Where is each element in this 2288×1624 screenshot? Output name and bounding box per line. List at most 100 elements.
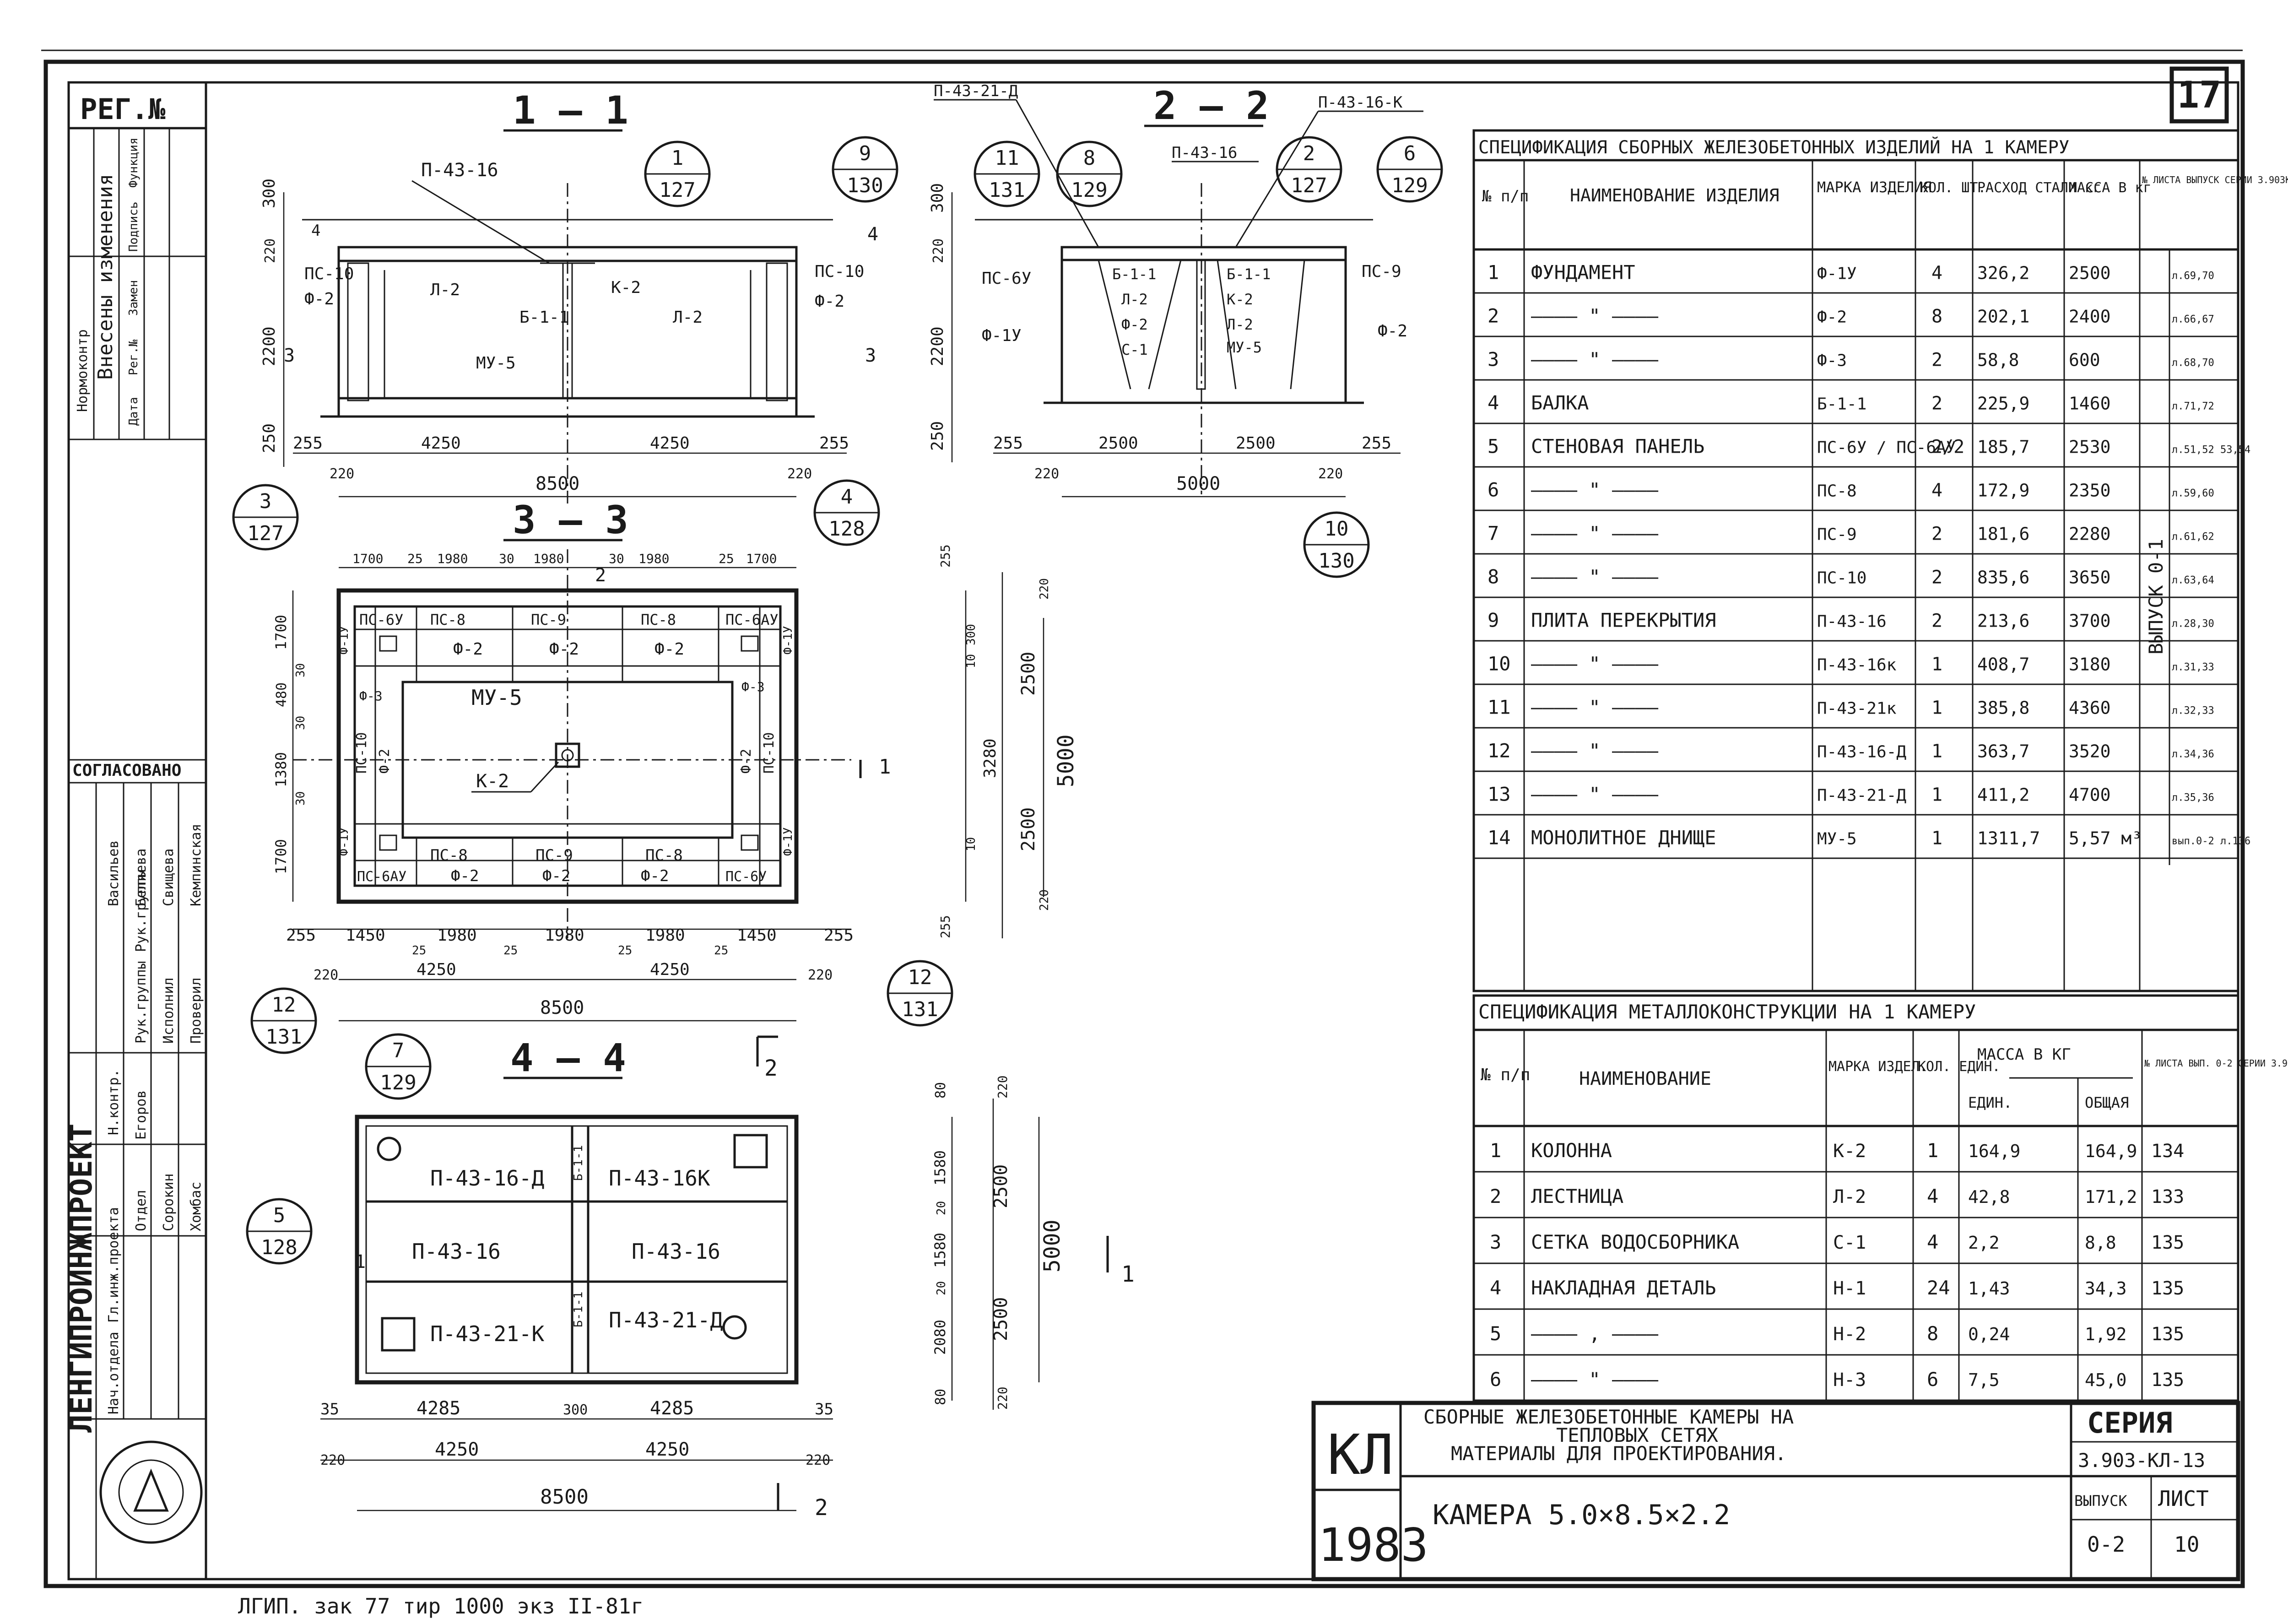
name-5: Свищева bbox=[161, 849, 177, 906]
callout-9-bottom: 130 bbox=[1318, 549, 1354, 573]
callout-11-bottom: 131 bbox=[902, 998, 938, 1021]
role-4: Рук.группы bbox=[133, 869, 149, 952]
s11-l2b: Л-2 bbox=[673, 308, 703, 327]
changes-col-0: Дата bbox=[127, 397, 141, 426]
s33-td-3: 30 bbox=[499, 551, 514, 566]
s11-d250: 250 bbox=[260, 423, 279, 453]
callout-11: 12 131 bbox=[887, 960, 953, 1027]
spec1-cell: ———— " ———— bbox=[1531, 566, 1659, 588]
spec1-cell: 835,6 bbox=[1977, 568, 2029, 588]
spec1-cell: П-43-16 bbox=[1817, 612, 1887, 631]
spec1-cell: 2 bbox=[1931, 524, 1942, 545]
spec1-cell: 2 bbox=[1931, 611, 1942, 632]
s33-bs-1: 25 bbox=[503, 944, 518, 958]
spec1-h0: № п/п bbox=[1482, 187, 1529, 206]
s33-ps10r: ПС-10 bbox=[761, 732, 777, 774]
spec1-cell: л.32,33 bbox=[2172, 705, 2214, 717]
s33-f2r: Ф-2 bbox=[738, 749, 754, 774]
tb-issue-label: ВЫПУСК bbox=[2074, 1492, 2127, 1510]
spec1-cell: 12 bbox=[1487, 740, 1511, 762]
s44-bd-3: 4285 bbox=[650, 1398, 694, 1419]
spec2-cell: ЛЕСТНИЦА bbox=[1531, 1185, 1623, 1207]
spec2-h7: № ЛИСТА ВЫП. 0-2 СЕРИИ 3.903КЛ-13 bbox=[2144, 1058, 2288, 1069]
spec-table-2: СПЕЦИФИКАЦИЯ МЕТАЛЛОКОНСТРУКЦИИ НА 1 КАМ… bbox=[1472, 994, 2288, 1402]
s33-f-2: Ф-2 bbox=[654, 640, 684, 659]
spec-table-1: СПЕЦИФИКАЦИЯ СБОРНЫХ ЖЕЛЕЗОБЕТОННЫХ ИЗДЕ… bbox=[1472, 129, 2288, 992]
s44-cut1b: 1 bbox=[1121, 1261, 1135, 1287]
s33-f3a: Ф-3 bbox=[359, 688, 383, 704]
s22-d220b: 220 bbox=[1318, 466, 1343, 482]
s22-d2500a: 2500 bbox=[1098, 434, 1138, 453]
spec1-cell: л.31,33 bbox=[2172, 662, 2214, 673]
s33-d8500: 8500 bbox=[540, 997, 584, 1018]
s33-ps6au-bl: ПС-6АУ bbox=[357, 869, 406, 885]
spec1-h4: РАСХОД СТАЛИ кг bbox=[1977, 180, 2101, 196]
s22-d220a: 220 bbox=[1034, 466, 1059, 482]
spec2-cell: 5 bbox=[1490, 1322, 1501, 1345]
spec1-cell: 1 bbox=[1931, 698, 1942, 719]
s33-f1ub: Ф-1У bbox=[781, 626, 795, 655]
spec1-cell: 1460 bbox=[2069, 394, 2111, 414]
s33-td-7: 25 bbox=[719, 551, 734, 566]
spec1-cell: ———— " ———— bbox=[1531, 696, 1659, 719]
s22-d300: 300 bbox=[928, 183, 947, 213]
spec1-cell: 1 bbox=[1931, 828, 1942, 849]
spec2-cell: 171,2 bbox=[2085, 1187, 2137, 1207]
callout-9: 10 130 bbox=[1303, 511, 1370, 578]
s33-bd-3: 1980 bbox=[545, 926, 584, 945]
spec1-cell: ———— " ———— bbox=[1531, 783, 1659, 806]
s33-ld-0: 1700 bbox=[272, 615, 290, 650]
spec2-cell: 134 bbox=[2151, 1141, 2184, 1162]
callout-8-bottom: 129 bbox=[1391, 174, 1428, 197]
spec1-h6: № ЛИСТА ВЫПУСК СЕРИИ 3.903КЛ-13 bbox=[2142, 174, 2288, 185]
spec1-cell: л.35,36 bbox=[2172, 792, 2214, 804]
s44-ld-2: 20 bbox=[935, 1201, 948, 1215]
spec1-cell: 363,7 bbox=[1977, 742, 2029, 762]
spec2-vertical-lines bbox=[1523, 1030, 2143, 1401]
s33-bot-0: ПС-8 bbox=[430, 846, 468, 865]
section-3-3-title: 3 — 3 bbox=[513, 498, 628, 542]
s33-top-0: ПС-6У bbox=[359, 611, 403, 628]
callout-5-top: 11 bbox=[995, 146, 1019, 170]
changes-col-1: Рег.№ bbox=[127, 339, 141, 375]
s22-l2a: Л-2 bbox=[1121, 291, 1148, 308]
spec1-h1: НАИМЕНОВАНИЕ ИЗДЕЛИЯ bbox=[1570, 185, 1780, 206]
s22-f2c: Ф-2 bbox=[1121, 316, 1148, 333]
callout-1: 1 127 bbox=[644, 141, 711, 207]
callout-1-bottom: 127 bbox=[659, 179, 695, 202]
s33-botf-1: Ф-2 bbox=[542, 867, 570, 885]
spec1-cell: 8 bbox=[1487, 566, 1499, 588]
tb-desc1: СБОРНЫЕ ЖЕЛЕЗОБЕТОННЫЕ КАМЕРЫ НА bbox=[1423, 1406, 1794, 1428]
spec1-cell: 185,7 bbox=[1977, 437, 2029, 457]
callout-5: 11 131 bbox=[974, 141, 1040, 207]
s33-bd-2: 1980 bbox=[437, 926, 477, 945]
agreed-label: СОГЛАСОВАНО bbox=[72, 761, 181, 780]
s22-b11a: Б-1-1 bbox=[1112, 265, 1156, 283]
spec2-cell: ———— " ———— bbox=[1531, 1368, 1659, 1391]
callout-9-top: 10 bbox=[1325, 517, 1349, 541]
s44-rd-3: 220 bbox=[995, 1386, 1010, 1410]
spec2-cell: 135 bbox=[2151, 1370, 2184, 1391]
spec1-cell: МОНОЛИТНОЕ ДНИЩЕ bbox=[1531, 827, 1716, 849]
callout-12: 7 129 bbox=[365, 1033, 432, 1100]
role-6: Проверил bbox=[188, 978, 204, 1044]
spec1-cell: ———— " ———— bbox=[1531, 479, 1659, 501]
section-1-1-title: 1 — 1 bbox=[513, 88, 628, 133]
spec2-cell: 6 bbox=[1490, 1368, 1501, 1391]
spec1-cell: 225,9 bbox=[1977, 394, 2029, 414]
s33-d4250a: 4250 bbox=[416, 960, 456, 979]
s33-top-4: ПС-6АУ bbox=[725, 611, 779, 628]
s33-cut2b: 2 bbox=[764, 1056, 778, 1081]
spec2-cell: 4 bbox=[1490, 1277, 1501, 1299]
callout-4-bottom: 128 bbox=[828, 517, 865, 541]
callout-6-top: 8 bbox=[1083, 146, 1096, 170]
s33-td-4: 1980 bbox=[533, 551, 564, 566]
s11-l2a: Л-2 bbox=[430, 281, 460, 299]
tb-sheet-value: 10 bbox=[2174, 1532, 2199, 1557]
s22-d2200: 2200 bbox=[928, 326, 947, 366]
left-strip: РЕГ.№ Внесены изменения Нормоконтр Дата … bbox=[64, 81, 207, 1579]
spec1-cell: л.66,67 bbox=[2172, 314, 2214, 325]
sheet-number-box: 17 bbox=[2169, 66, 2229, 124]
s11-mu5: МУ-5 bbox=[476, 354, 516, 373]
name-4: Беляева bbox=[133, 849, 149, 906]
